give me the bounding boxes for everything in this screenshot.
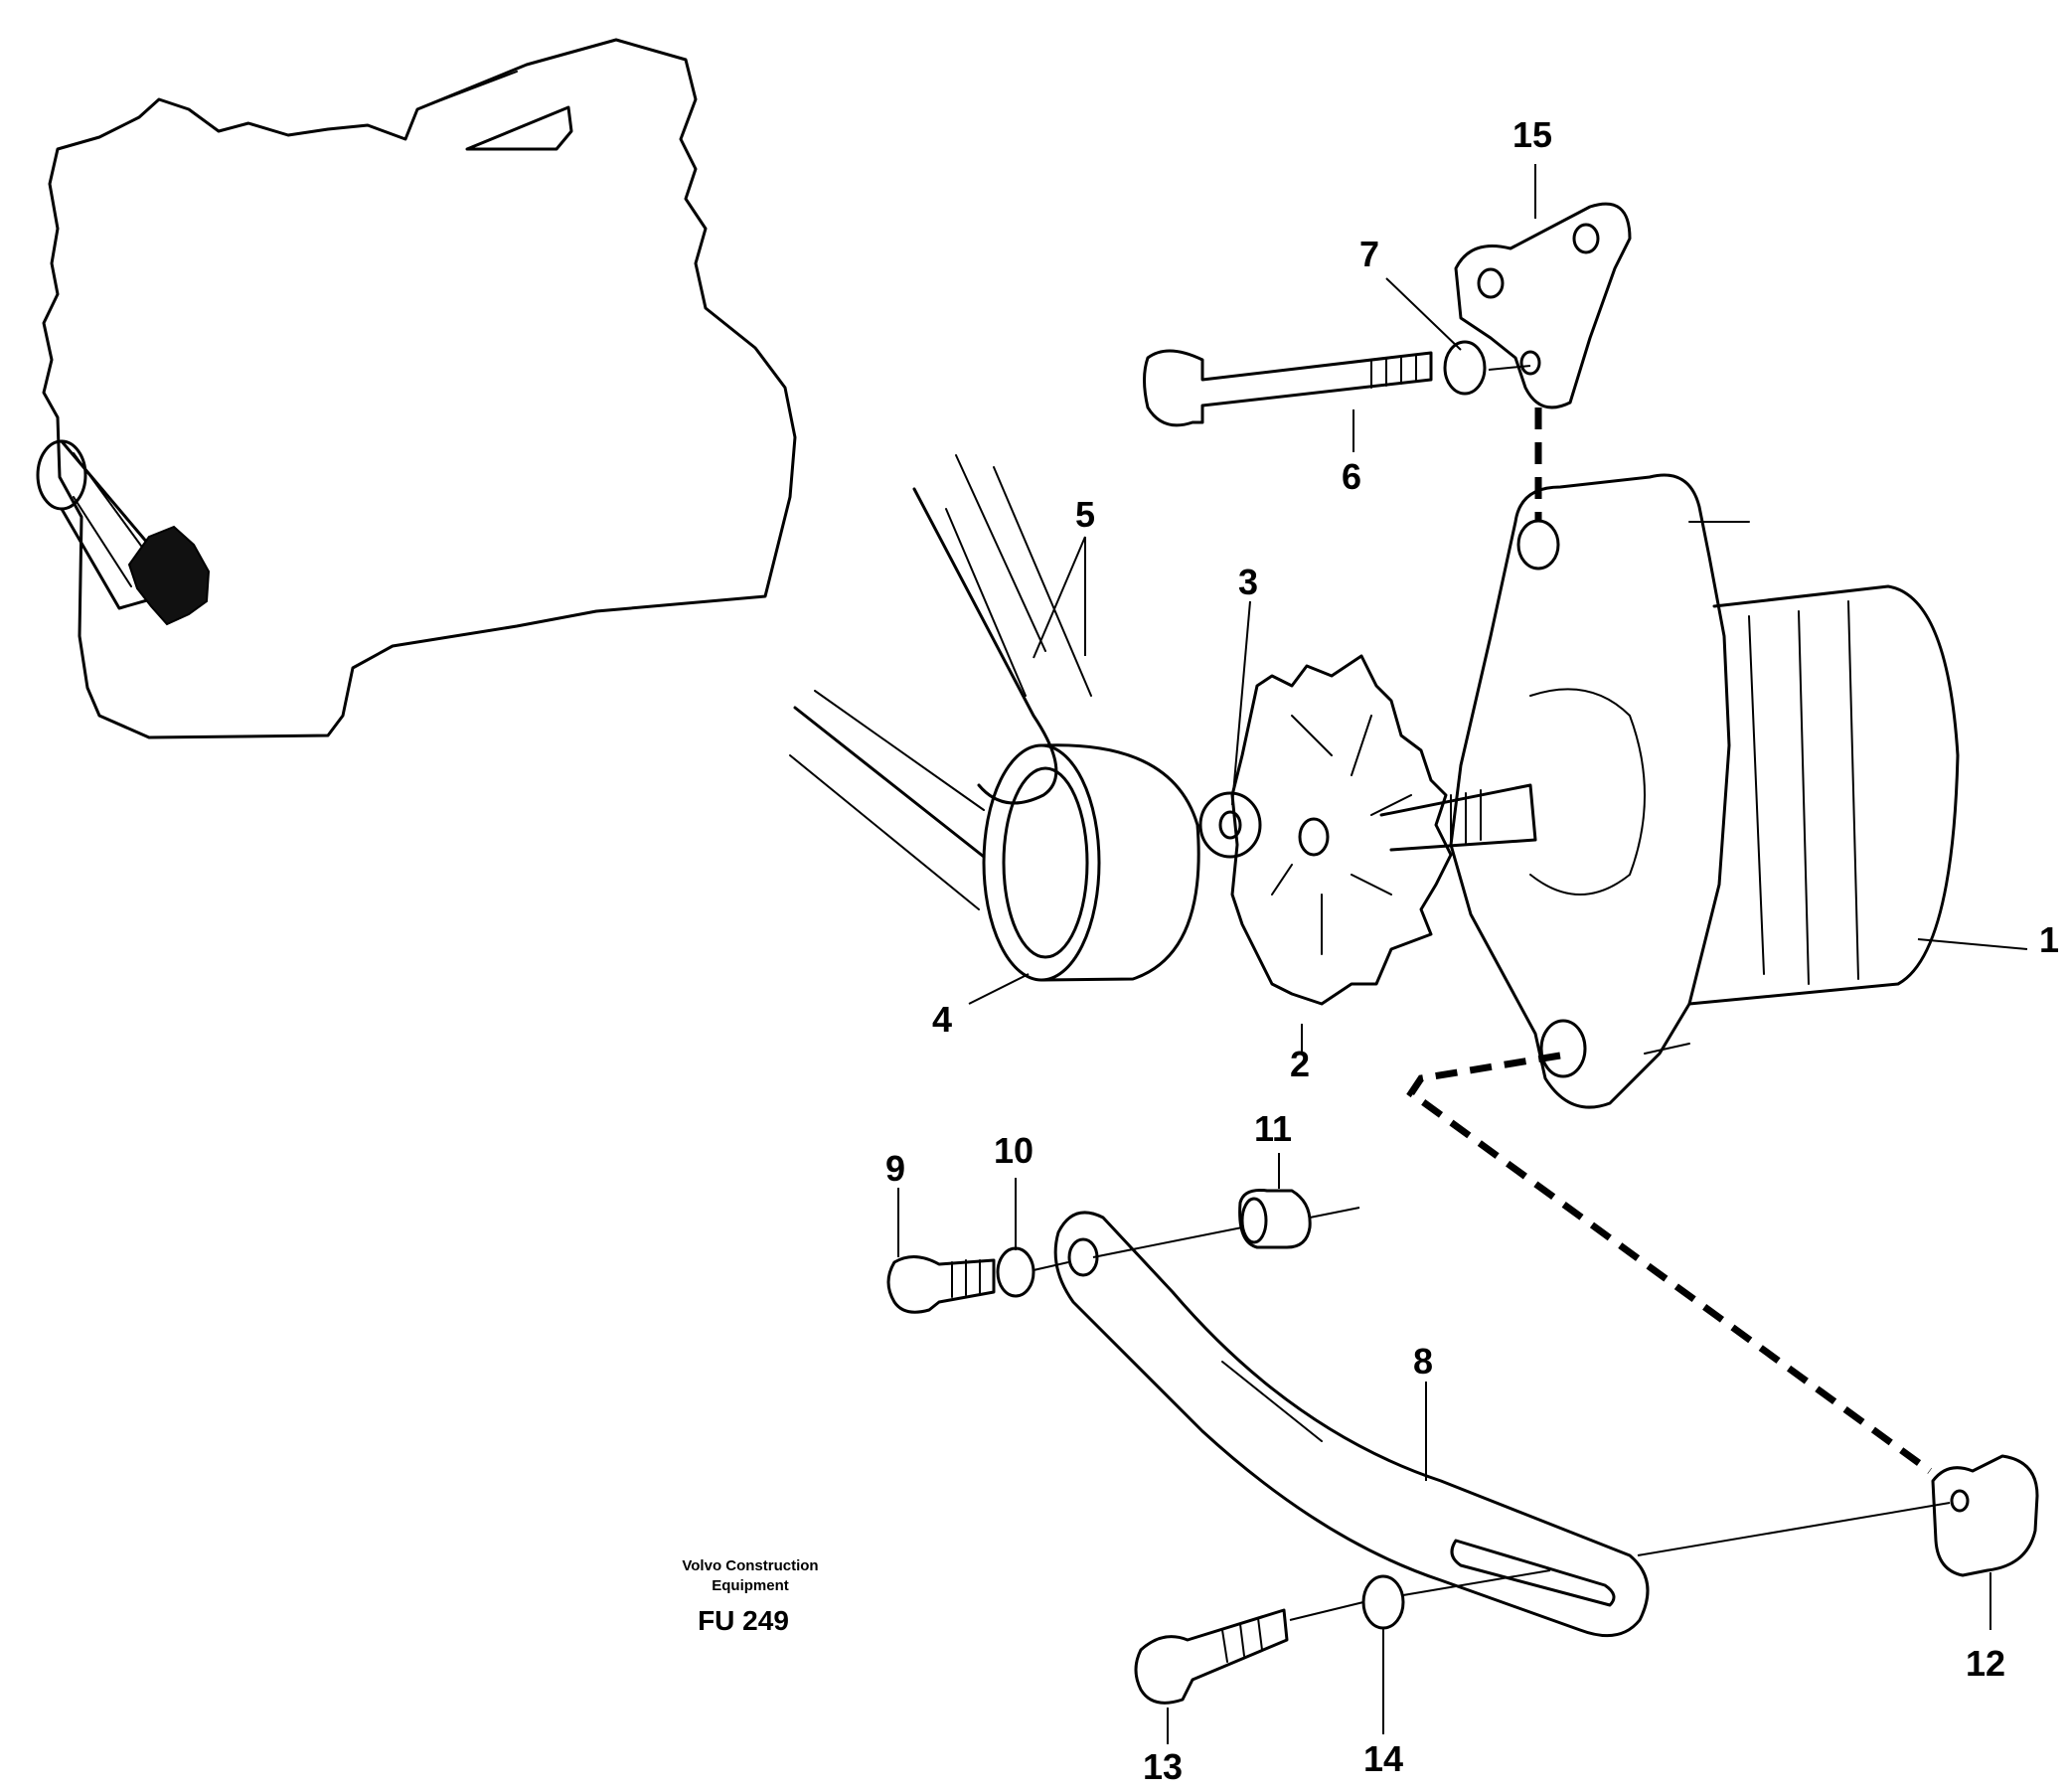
strap-eye [1067,1237,1099,1277]
callout-3: 3 [1238,562,1258,602]
callout-8: 8 [1413,1341,1433,1382]
cooling-fan [1230,654,1453,1006]
engine-pulley [36,439,87,511]
alternator [1449,473,1960,1109]
callout-12: 12 [1966,1643,2005,1684]
alternator-to-bracket-guide [1406,1052,1933,1474]
alternator-housing [1687,584,1960,1006]
engine-alternator-highlight [127,525,211,626]
leader-4 [968,973,1030,1005]
alternator-top-eye [1516,519,1560,570]
bracket-12-axis [1637,1502,1951,1556]
spacer-washer [1198,791,1262,859]
tensioner-bracket [1143,202,1632,522]
leader-1 [1917,938,2028,950]
pulley-front-rim [982,743,1101,982]
washer-7 [1443,340,1487,396]
pulley [982,743,1200,982]
bolt-9-thread [951,1259,981,1298]
bracket-15 [1454,202,1632,409]
bushing-axis [1092,1207,1360,1258]
alternator-front-bearing [1529,688,1646,896]
washer-14 [1361,1574,1405,1630]
alternator-bottom-eye [1539,1019,1587,1078]
belt-inner-edge-a [955,454,1046,652]
pulley-body [1039,743,1200,982]
callout-13: 13 [1143,1746,1183,1787]
bolt-6 [1143,349,1433,427]
bracket-12 [1931,1454,2039,1577]
engine-top-line [416,71,518,110]
strap-8 [1053,1211,1650,1638]
washer-10 [996,1246,1035,1298]
engine-overview [36,38,797,739]
washer-3-inner [1218,810,1242,840]
fan-hub-hole [1298,817,1330,857]
bolt-13 [1134,1608,1289,1705]
strap-slot [1450,1539,1616,1607]
bracket-hole-a [1477,267,1505,299]
belt-lower-run-c [789,754,980,910]
callout-15: 15 [1512,114,1552,155]
bolt-9-axis [1033,1261,1069,1271]
callout-5: 5 [1075,494,1095,535]
leader-7 [1385,277,1462,351]
callout-1: 1 [2039,919,2059,960]
callout-labels: 1 2 3 4 5 6 7 8 9 10 11 12 13 14 15 [885,114,2059,1787]
bushing-11-face [1240,1197,1268,1244]
callout-9: 9 [885,1148,905,1189]
bolt-6-thread [1370,355,1417,389]
bracket-hole-b [1572,223,1600,254]
bolt-9 [886,1255,996,1314]
callout-leaders [897,164,2028,1744]
bolt-13-thread [1221,1617,1263,1663]
fan-outline [1230,654,1453,1006]
belt-outer-edge [912,487,1058,805]
fan-blade-lines [1271,715,1412,955]
belt-lower-run-b [814,690,985,811]
washer-3-outer [1198,791,1262,859]
bolt-13-axis [1289,1569,1551,1621]
callout-6: 6 [1342,456,1361,497]
callout-11: 11 [1254,1108,1292,1149]
bushing-11 [1238,1189,1312,1249]
leader-3 [1231,600,1251,806]
alternator-edge-lines [1644,521,1750,1055]
engine-belt-inner [73,452,150,587]
callout-4: 4 [932,999,952,1040]
belt-inner-edge-b [993,466,1092,697]
bracket-12-hole [1950,1489,1970,1513]
v-belts [789,454,1092,910]
bolt-6-axis [1488,365,1531,371]
figure-code: FU 249 [698,1605,789,1636]
alternator-housing-vents [1748,600,1859,985]
leader-5 [1033,536,1086,659]
alternator-end-plate [1449,473,1731,1109]
tension-strap-assembly [886,1052,2039,1705]
credit-line-2: Equipment [712,1577,789,1594]
belt-inner-edge-c [945,508,1027,697]
callout-7: 7 [1359,234,1379,274]
callout-10: 10 [994,1130,1034,1171]
callout-14: 14 [1363,1738,1403,1779]
credit-block: Volvo Construction Equipment FU 249 [682,1557,818,1636]
callout-2: 2 [1290,1044,1310,1084]
strap-highlight [1221,1361,1323,1442]
engine-top-bracket [465,105,573,151]
belt-lower-run [793,706,986,859]
bracket-hole-c [1519,350,1541,376]
pulley-groove [1002,766,1089,959]
credit-line-1: Volvo Construction [682,1557,818,1574]
engine-outline [42,38,797,739]
